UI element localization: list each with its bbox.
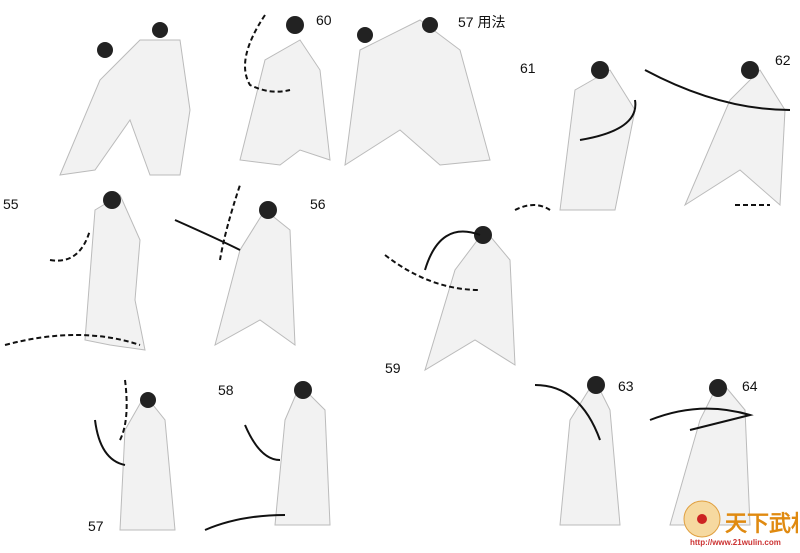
label-63: 63 — [618, 378, 634, 394]
label-57-usage: 57 用法 — [458, 14, 506, 30]
figure-64 — [669, 379, 751, 526]
figure-63 — [559, 378, 621, 526]
figure-61 — [559, 69, 636, 211]
watermark-url: http://www.21wulin.com — [690, 538, 781, 547]
svg-text:天下武林: 天下武林 — [725, 512, 798, 537]
label-57: 57 — [88, 518, 104, 534]
label-60: 60 — [316, 12, 332, 28]
label-62: 62 — [775, 52, 791, 68]
figure-57b — [119, 394, 176, 531]
label-59: 59 — [385, 360, 401, 376]
label-55: 55 — [3, 196, 19, 212]
figure-55 — [84, 194, 146, 351]
watermark-logo: 天下武林 — [680, 495, 798, 550]
figure-56 — [214, 209, 296, 347]
figure-pair-1 — [59, 39, 191, 176]
figure-pair-57 — [344, 19, 491, 166]
figure-62 — [683, 69, 786, 207]
label-58: 58 — [218, 382, 234, 398]
label-56: 56 — [310, 196, 326, 212]
figure-59 — [424, 229, 516, 372]
figure-58 — [274, 384, 331, 526]
figure-60 — [239, 39, 331, 166]
label-64: 64 — [742, 378, 758, 394]
label-61: 61 — [520, 60, 536, 76]
